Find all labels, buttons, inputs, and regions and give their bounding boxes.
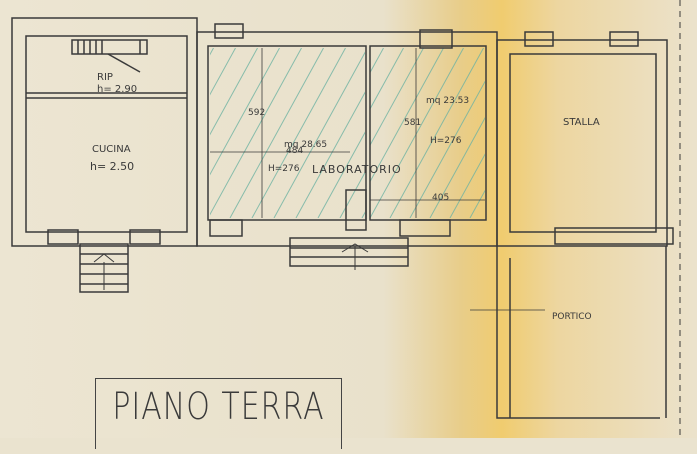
hatch-line	[650, 48, 697, 218]
floor-plan-drawing	[10, 0, 697, 438]
hatch-line	[170, 48, 264, 218]
hatch-line	[210, 48, 280, 218]
room-name-portico: PORTICO	[552, 312, 592, 322]
hatch-line	[630, 48, 697, 218]
hatch-line	[10, 48, 104, 218]
hatch-line	[449, 48, 485, 218]
hatch-line	[210, 48, 214, 218]
hatch-line	[429, 48, 485, 218]
hatch-line	[190, 48, 284, 218]
dim-vertical-lab-left: 592	[248, 108, 266, 118]
room-height-cucina: h= 2.50	[90, 160, 135, 173]
room-name-cucina: CUCINA	[92, 144, 131, 155]
title-block: PIANO TERRA	[95, 378, 342, 449]
hatch-line	[516, 48, 610, 218]
height-lab-right: H=276	[430, 136, 462, 146]
hatch-line	[317, 48, 365, 218]
hatch-line	[76, 48, 170, 218]
hatch-line	[210, 48, 258, 218]
plan-title: PIANO TERRA	[112, 385, 325, 429]
room-name-rip: RIP	[97, 72, 113, 83]
hatch-line	[409, 48, 485, 218]
height-lab-left: H=276	[268, 164, 300, 174]
area-lab-right: mq 23.53	[426, 96, 470, 106]
hatch-line	[229, 48, 324, 218]
room-height-rip: h= 2.90	[97, 84, 138, 95]
hatch-line	[670, 48, 697, 218]
room-name-stalla: STALLA	[563, 117, 600, 128]
hatch-line	[210, 48, 236, 218]
inner-wall-house	[25, 35, 188, 233]
hatch-line	[494, 48, 588, 218]
hatch-line	[210, 48, 304, 218]
dim-horizontal-lab-right: 405	[432, 193, 450, 203]
dim-horizontal-lab-left: 484	[286, 146, 304, 156]
area-lab-left: mq 28.65	[284, 140, 328, 150]
plan-subtitle-cut	[124, 434, 324, 454]
hatch-lab-left	[10, 48, 654, 218]
room-name-laboratorio: LABORATORIO	[312, 163, 402, 176]
hatch-line	[370, 48, 404, 218]
dim-vertical-lab-right: 581	[404, 118, 422, 128]
hatch-line	[560, 48, 654, 218]
hatch-line	[590, 48, 684, 218]
hatch-line	[251, 48, 346, 218]
hatch-line	[538, 48, 632, 218]
hatch-lab-right	[170, 48, 697, 218]
hatch-line	[370, 48, 444, 218]
hatch-line	[490, 48, 584, 218]
entrance-arrow-icon	[93, 243, 369, 290]
hatch-line	[273, 48, 365, 218]
hatch-line	[295, 48, 365, 218]
hatch-line	[530, 48, 624, 218]
hatch-line	[610, 48, 697, 218]
lab-entrance-steps	[289, 237, 409, 267]
hatch-line	[270, 48, 364, 218]
entrance-steps	[79, 243, 129, 293]
portico-outline	[496, 246, 660, 419]
hatch-line	[550, 48, 644, 218]
hatch-line	[510, 48, 604, 218]
hatch-line	[389, 48, 484, 218]
dimension-lines	[210, 48, 485, 218]
hatch-line	[250, 48, 344, 218]
hatch-line	[370, 48, 424, 218]
hatch-line	[370, 48, 464, 218]
hatch-line	[570, 48, 664, 218]
walls	[11, 0, 681, 438]
hatch-line	[469, 48, 485, 218]
hatch-line	[210, 48, 302, 218]
outer-wall-stable	[496, 39, 668, 247]
outer-wall-house	[11, 17, 198, 247]
